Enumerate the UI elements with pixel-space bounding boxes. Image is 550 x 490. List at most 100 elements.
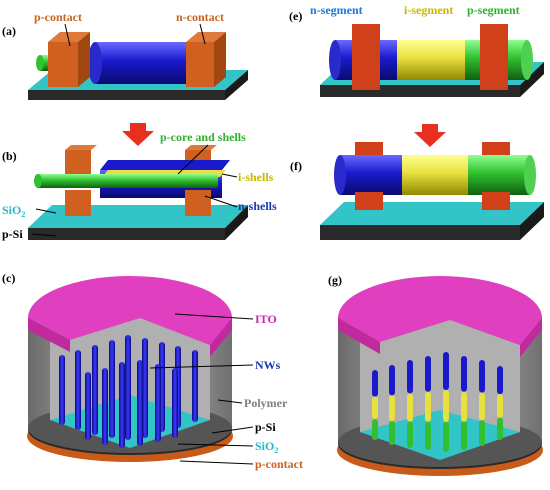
i-shells-label: i-shells	[238, 170, 274, 184]
panel-a: (a) p-contact n-contact	[2, 10, 248, 100]
n-contact-pointer	[199, 23, 206, 45]
n-contact-bottom	[355, 192, 383, 210]
substrate-top	[28, 205, 248, 228]
ito-label: ITO	[255, 312, 277, 326]
nws-pointer	[149, 364, 254, 369]
substrate-side	[28, 228, 225, 240]
n-segment-rod	[497, 366, 503, 395]
p-segment-rod	[443, 422, 449, 452]
p-segment-label: p-segment	[467, 3, 520, 17]
nanowire-rod	[172, 368, 178, 438]
nanowire-rod	[102, 368, 108, 445]
segment-end-right	[521, 40, 533, 80]
n-segment	[340, 155, 402, 195]
panel-g: (g)	[328, 273, 543, 476]
panel-b: (b) p-core and shells i-shells n-shells …	[2, 130, 277, 241]
n-segment-rod	[407, 360, 413, 394]
nanowire-rod	[142, 338, 148, 438]
n-contact-pad-side	[214, 32, 226, 87]
panel-f: (f)	[290, 142, 544, 240]
substrate-side	[28, 90, 225, 100]
segment-end	[334, 155, 346, 195]
p-si-pointer	[31, 233, 57, 237]
nanowire-rod	[92, 345, 98, 435]
panel-f-tag: (f)	[290, 159, 302, 173]
substrate-right	[225, 70, 248, 100]
p-core-end	[34, 174, 42, 188]
i-segment-rod	[461, 391, 467, 422]
ito-edge-right	[520, 318, 542, 357]
ito-top	[338, 276, 542, 345]
polymer-pointer	[217, 399, 243, 404]
down-arrow-ef	[414, 124, 446, 147]
n-segment-rod	[461, 356, 467, 392]
i-shells-pointer	[221, 173, 238, 178]
p-contact-pad-top	[65, 145, 97, 150]
nanowire-end	[36, 55, 44, 71]
ito-edge	[338, 318, 380, 354]
sio2-pointer	[177, 443, 254, 447]
i-segment-rod	[407, 393, 413, 422]
n-shells-label: n-shells	[238, 199, 277, 213]
nanowire-rod	[109, 340, 115, 438]
ito-edge-right	[210, 318, 232, 357]
i-segment-rod	[479, 392, 485, 421]
p-segment-rod	[497, 417, 503, 440]
p-si-label: p-Si	[2, 227, 23, 241]
p-si-label: p-Si	[255, 420, 276, 434]
p-contact-pad	[480, 24, 508, 90]
ito-edge	[28, 318, 70, 352]
sio2-label: SiO2	[2, 203, 25, 219]
nanowire-rod	[85, 372, 91, 440]
p-contact-label: p-contact	[255, 457, 303, 471]
substrate-right	[520, 62, 544, 97]
n-contact-top	[355, 142, 383, 158]
panel-g-tag: (g)	[328, 273, 342, 287]
n-shell-cylinder	[95, 42, 195, 84]
p-segment-rod	[407, 421, 413, 448]
n-segment-label: n-segment	[310, 3, 363, 17]
n-contact-pad	[186, 42, 214, 87]
panel-c: (c) ITO NWs Polymer p-Si SiO2 p-contact	[2, 271, 303, 471]
panel-e-tag: (e)	[289, 9, 302, 23]
p-contact-bottom	[482, 192, 510, 210]
p-segment	[468, 155, 530, 195]
i-segment-rod	[425, 391, 431, 422]
ito-pointer	[174, 313, 254, 320]
substrate-right	[520, 202, 544, 240]
nanowire-rod	[125, 335, 131, 440]
segmented-nanowire-array	[372, 352, 503, 452]
n-shells-pointer	[204, 195, 238, 208]
nanowire-rod	[155, 364, 161, 442]
nanowire-rod	[119, 362, 125, 448]
sio2-pointer	[35, 208, 57, 214]
n-segment-rod	[479, 360, 485, 393]
panel-a-tag: (a)	[2, 24, 16, 38]
substrate-side	[320, 225, 520, 240]
n-contact-label: n-contact	[176, 10, 224, 24]
p-segment-rod	[372, 419, 378, 440]
i-segment	[397, 40, 465, 80]
nanowire-rod	[137, 360, 143, 446]
p-contact-pointer	[64, 23, 71, 47]
cylinder-front-face	[88, 42, 102, 84]
panel-c-tag: (c)	[2, 271, 15, 285]
p-core-pointer	[177, 144, 209, 175]
p-contact-pad	[48, 42, 78, 87]
i-segment-rod	[389, 395, 395, 421]
p-segment-rod	[479, 420, 485, 446]
nanowire-rod	[75, 350, 81, 430]
p-segment-rod	[461, 421, 467, 450]
sio2-label: SiO2	[255, 439, 278, 455]
p-segment-rod	[425, 421, 431, 450]
i-segment-label: i-segment	[404, 3, 453, 17]
i-segment-rod	[497, 394, 503, 418]
substrate-top	[320, 202, 544, 225]
panel-b-tag: (b)	[2, 149, 17, 163]
p-segment-rod	[389, 421, 395, 445]
i-segment-rod	[372, 396, 378, 419]
n-shell-cutaway	[100, 160, 230, 170]
ito-top	[28, 276, 232, 345]
p-contact-label: p-contact	[34, 10, 82, 24]
p-contact-top	[482, 142, 510, 158]
